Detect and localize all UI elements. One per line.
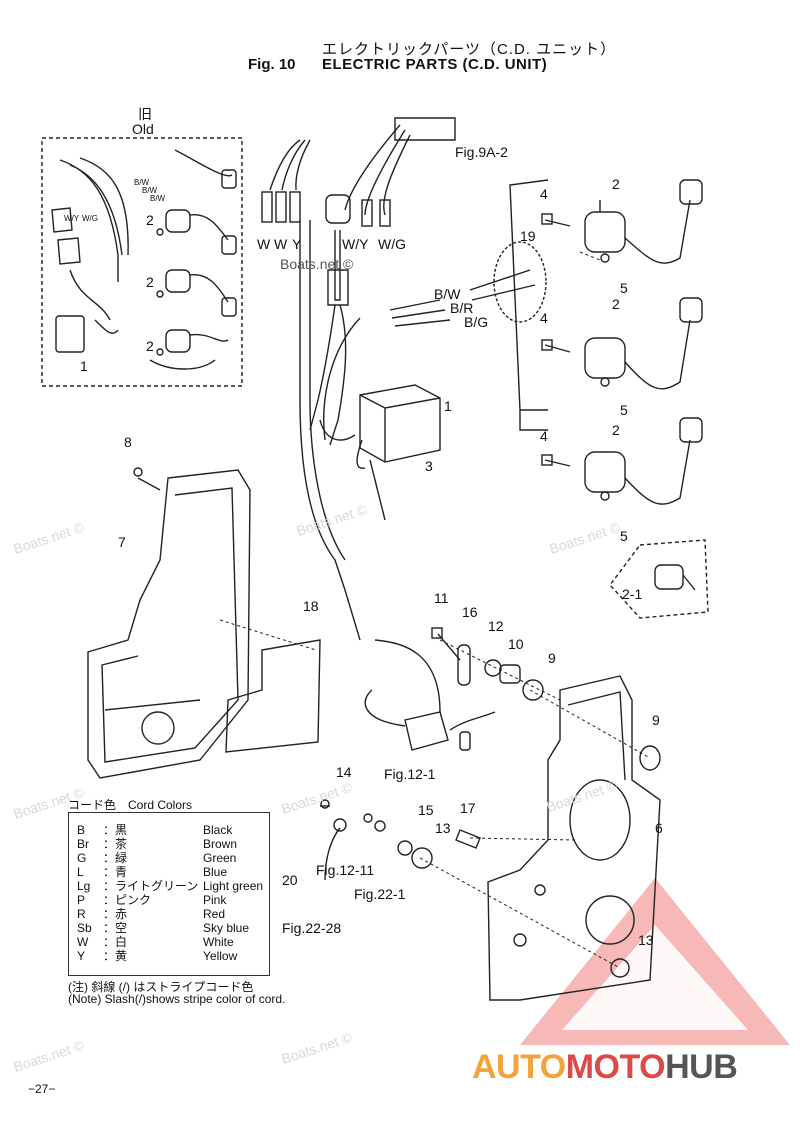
cd-unit [319, 384, 441, 521]
plug-cap-box [609, 539, 709, 619]
watermark-1: Boats.net © [280, 256, 354, 272]
callout-2-c: 2 [612, 422, 620, 438]
old-box-frame [41, 137, 243, 387]
old-wire-label-wy: W/Y [64, 214, 80, 223]
legend-title: コード色 Cord Colors [68, 798, 193, 812]
ref-fig-12-1: Fig.12-1 [384, 766, 436, 782]
callout-5-a: 5 [620, 280, 628, 296]
coil-bracket-line [509, 179, 549, 411]
callout-12: 12 [488, 618, 504, 634]
callout-11: 11 [434, 590, 449, 606]
wire-label-w2: W [274, 236, 288, 252]
page-number: −27− [28, 1082, 56, 1096]
old-wire-label-bw: B/W [134, 178, 150, 187]
callout-19: 19 [520, 228, 536, 244]
ref-fig-9a-2: Fig.9A-2 [455, 144, 508, 160]
old-coil-1 [156, 209, 237, 255]
hardware-stack [320, 627, 661, 881]
callout-13-b: 13 [638, 932, 654, 948]
callout-1: 1 [444, 398, 452, 414]
callout-9-b: 9 [652, 712, 660, 728]
callout-6: 6 [655, 820, 663, 836]
wire-label-y: Y [292, 236, 302, 252]
callout-5-c: 5 [620, 528, 628, 544]
callout-5-b: 5 [620, 402, 628, 418]
wire-label-wg: W/G [378, 236, 406, 252]
ignition-coil-3 [541, 417, 703, 505]
callout-20: 20 [282, 872, 298, 888]
ref-fig-22-1: Fig.22-1 [354, 886, 406, 902]
legend-note-jp: (注) 斜線 (/) はストライプコード色 [68, 980, 254, 994]
callout-16: 16 [462, 604, 478, 620]
cover-7 [87, 467, 251, 779]
bracket-6 [487, 675, 661, 1001]
callout-4-c: 4 [540, 428, 548, 444]
old-wire-label-wg: W/G [82, 214, 98, 223]
callout-18: 18 [303, 598, 319, 614]
brand-logo: AUTOMOTOHUB [472, 1048, 738, 1086]
callout-4-a: 4 [540, 186, 548, 202]
title-english: ELECTRIC PARTS (C.D. UNIT) [322, 56, 548, 73]
callout-2-b: 2 [612, 296, 620, 312]
old-wire-label-bw-3: B/W [150, 194, 166, 203]
old-harness [51, 149, 237, 353]
callout-17: 17 [460, 800, 476, 816]
gasket-18 [225, 639, 321, 753]
callout-4-b: 4 [540, 310, 548, 326]
callout-15: 15 [418, 802, 434, 818]
callout-8: 8 [124, 434, 132, 450]
old-coil-3 [149, 329, 229, 370]
ref-fig-12-11: Fig.12-11 [316, 862, 375, 878]
callout-2-a: 2 [612, 176, 620, 192]
callout-3: 3 [425, 458, 433, 474]
ref-fig-22-28: Fig.22-28 [282, 920, 342, 936]
grommet-19 [469, 241, 547, 323]
callout-14: 14 [336, 764, 352, 780]
old-label-en: Old [132, 121, 154, 137]
old-coil-2 [156, 269, 237, 317]
old-label-jp: 旧 [138, 106, 152, 122]
callout-2-old-b: 2 [146, 274, 154, 290]
wire-label-br: B/R [450, 300, 474, 316]
callout-2-old-a: 2 [146, 212, 154, 228]
callout-7: 7 [118, 534, 126, 550]
old-wire-label-bw-2: B/W [142, 186, 158, 195]
coil-bracket-line-2 [519, 410, 548, 431]
ignition-coil-1 [541, 179, 703, 264]
title-japanese: エレクトリックパーツ（C.D. ユニット） [322, 41, 617, 58]
callout-9-a: 9 [548, 650, 556, 666]
legend-note-en: (Note) Slash(/)shows stripe color of cor… [68, 992, 286, 1006]
ignition-coil-2 [541, 297, 703, 390]
callout-1-old: 1 [80, 358, 88, 374]
figure-number: Fig. 10 [248, 56, 296, 73]
wire-label-bw: B/W [434, 286, 461, 302]
wire-label-wy: W/Y [342, 236, 369, 252]
wire-label-bg: B/G [464, 314, 489, 330]
main-harness [261, 117, 456, 641]
wire-label-w1: W [257, 236, 271, 252]
rectifier-module [364, 639, 496, 751]
brand-triangle [520, 878, 790, 1045]
callout-2-1: 2-1 [622, 586, 643, 602]
callout-13-a: 13 [435, 820, 451, 836]
callout-10: 10 [508, 636, 524, 652]
callout-2-old-c: 2 [146, 338, 154, 354]
